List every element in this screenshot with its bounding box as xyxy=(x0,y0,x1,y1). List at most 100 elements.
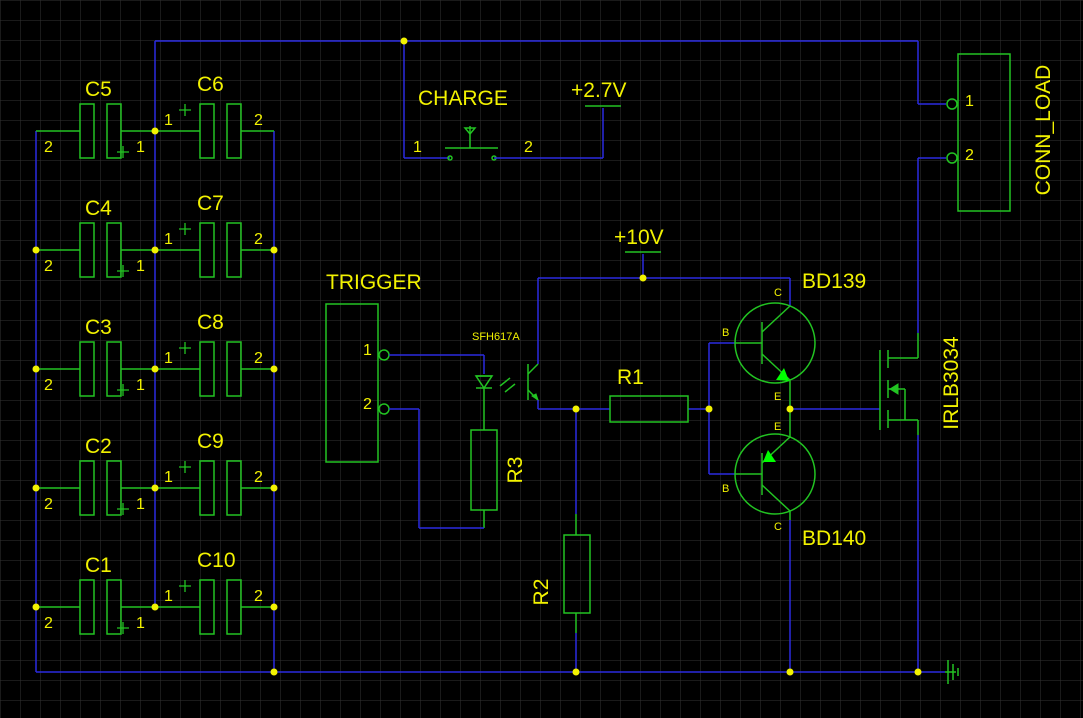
junction-dot xyxy=(914,668,922,676)
trigger-pin-1: 1 xyxy=(363,342,372,359)
conn-load-pin-2: 2 xyxy=(965,147,974,164)
capacitor-c2[interactable]: C2 2 1 xyxy=(36,435,155,516)
junction-dot xyxy=(151,365,159,373)
capacitor-c3[interactable]: C3 2 1 xyxy=(36,316,155,397)
c7-pin-b: 2 xyxy=(254,231,263,248)
charge-pin-1: 1 xyxy=(413,139,422,156)
bd140-pin-e: E xyxy=(774,421,781,433)
c1-label: C1 xyxy=(85,554,112,577)
c9-label: C9 xyxy=(197,430,224,453)
c7-label: C7 xyxy=(197,192,224,215)
junction-dot xyxy=(32,603,40,611)
junction-dot xyxy=(270,484,278,492)
junction-dot xyxy=(705,405,713,413)
junction-dot xyxy=(151,603,159,611)
bd139-pin-b: B xyxy=(722,327,729,339)
trigger-connector[interactable]: TRIGGER 1 2 xyxy=(325,271,422,463)
junction-dot xyxy=(786,405,794,413)
junction-dot xyxy=(639,274,647,282)
c7-pin-a: 1 xyxy=(164,231,173,248)
bd140-pin-b: B xyxy=(722,483,729,495)
capacitor-c8[interactable]: C8 1 2 xyxy=(155,311,274,397)
capacitor-c9[interactable]: C9 1 2 xyxy=(155,430,274,516)
junction-dot xyxy=(270,668,278,676)
junction-dot xyxy=(32,246,40,254)
c6-label: C6 xyxy=(197,73,224,96)
transistor-bd139[interactable]: BD139 C B E xyxy=(722,270,866,409)
c6-pin-a: 1 xyxy=(164,112,173,129)
c10-pin-a: 1 xyxy=(164,588,173,605)
capacitor-c4[interactable]: C4 2 1 xyxy=(36,197,155,278)
c5-pin-b: 1 xyxy=(136,139,145,156)
c4-pin-a: 2 xyxy=(44,258,53,275)
capacitor-c5[interactable]: C5 2 1 xyxy=(36,78,155,159)
c3-pin-a: 2 xyxy=(44,377,53,394)
junction-nodes xyxy=(32,37,922,676)
capacitor-c10[interactable]: C10 1 2 xyxy=(155,549,274,635)
capacitor-c7[interactable]: C7 1 2 xyxy=(155,192,274,278)
r3-label: R3 xyxy=(504,457,527,484)
c6-pin-b: 2 xyxy=(254,112,263,129)
c1-pin-a: 2 xyxy=(44,615,53,632)
c3-pin-b: 1 xyxy=(136,377,145,394)
c5-pin-a: 2 xyxy=(44,139,53,156)
c8-label: C8 xyxy=(197,311,224,334)
junction-dot xyxy=(786,668,794,676)
mosfet-label: IRLB3034 xyxy=(940,336,963,430)
junction-dot xyxy=(572,668,580,676)
optocoupler[interactable]: SFH617A xyxy=(389,331,539,430)
c2-label: C2 xyxy=(85,435,112,458)
junction-dot xyxy=(270,246,278,254)
junction-dot xyxy=(270,603,278,611)
conn-load-label: CONN_LOAD xyxy=(1032,65,1055,196)
junction-dot xyxy=(151,246,159,254)
c3-label: C3 xyxy=(85,316,112,339)
trigger-pin-2: 2 xyxy=(363,396,372,413)
capacitor-c6[interactable]: C6 1 2 xyxy=(155,73,274,159)
junction-dot xyxy=(151,484,159,492)
c9-pin-b: 2 xyxy=(254,469,263,486)
c5-label: C5 xyxy=(85,78,112,101)
trigger-label: TRIGGER xyxy=(326,271,422,294)
bd139-label: BD139 xyxy=(802,270,866,293)
r2-label: R2 xyxy=(530,579,553,606)
junction-dot xyxy=(400,37,408,45)
c8-pin-a: 1 xyxy=(164,350,173,367)
junction-dot xyxy=(32,365,40,373)
charge-pin-2: 2 xyxy=(524,139,533,156)
resistor-r2[interactable]: R2 xyxy=(530,514,591,633)
supply-10v-rail: +10V xyxy=(537,226,791,364)
resistor-r1[interactable]: R1 xyxy=(609,366,689,423)
c2-pin-a: 2 xyxy=(44,496,53,513)
r1-label: R1 xyxy=(617,366,644,389)
conn-load-connector[interactable]: 1 2 CONN_LOAD xyxy=(946,53,1055,212)
charge-switch-label: CHARGE xyxy=(418,87,508,110)
charge-switch[interactable]: CHARGE 1 2 +2.7V xyxy=(403,41,626,161)
load-wiring xyxy=(917,41,946,672)
junction-dot xyxy=(151,127,159,135)
transistor-bd140[interactable]: BD140 E B C xyxy=(722,409,866,550)
c4-label: C4 xyxy=(85,197,112,220)
junction-dot xyxy=(572,405,580,413)
bd140-label: BD140 xyxy=(802,527,866,550)
c1-pin-b: 1 xyxy=(136,615,145,632)
mosfet-irlb3034[interactable]: IRLB3034 xyxy=(879,333,963,435)
ground-icon xyxy=(945,660,959,684)
resistor-r3[interactable]: R3 xyxy=(389,408,527,529)
bd139-pin-c: C xyxy=(774,287,782,299)
supply-10v-label: +10V xyxy=(614,226,664,249)
c10-pin-b: 2 xyxy=(254,588,263,605)
optocoupler-label: SFH617A xyxy=(472,331,520,343)
bd140-pin-c: C xyxy=(774,521,782,533)
c2-pin-b: 1 xyxy=(136,496,145,513)
bd139-pin-e: E xyxy=(774,391,781,403)
c4-pin-b: 1 xyxy=(136,258,145,275)
junction-dot xyxy=(270,365,278,373)
c8-pin-b: 2 xyxy=(254,350,263,367)
c9-pin-a: 1 xyxy=(164,469,173,486)
conn-load-pin-1: 1 xyxy=(965,93,974,110)
c10-label: C10 xyxy=(197,549,236,572)
capacitor-c1[interactable]: C1 2 1 xyxy=(36,554,155,635)
